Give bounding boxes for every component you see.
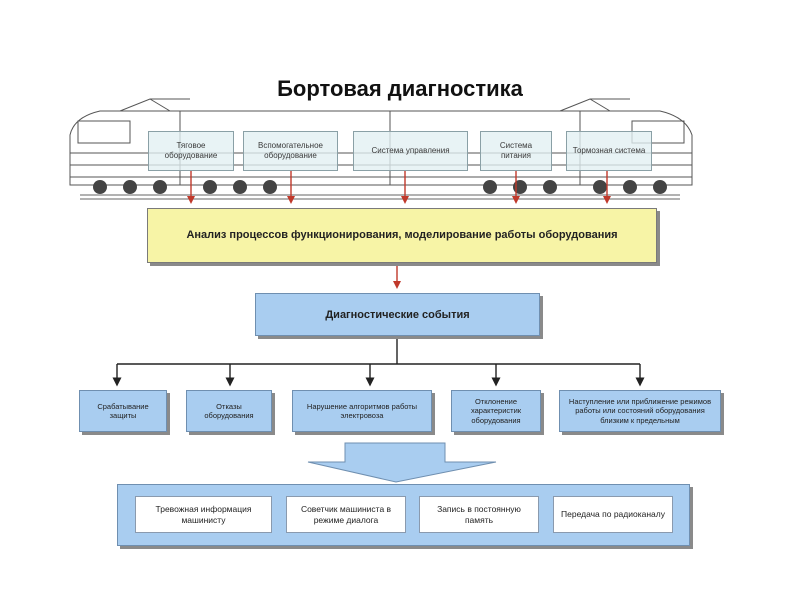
system-auxiliary: Вспомогательное оборудование	[243, 131, 338, 171]
event-algorithm-violation: Нарушение алгоритмов работы электровоза	[292, 390, 432, 432]
funnel-arrow	[307, 442, 497, 483]
diagnostic-events-label: Диагностические события	[325, 308, 470, 321]
system-power: Система питания	[480, 131, 552, 171]
event-limit-modes: Наступление или приближение режимов рабо…	[559, 390, 721, 432]
output-alarm-info: Тревожная информация машинисту	[135, 496, 272, 533]
output-driver-advisor: Советчик машиниста в режиме диалога	[286, 496, 406, 533]
page-title: Бортовая диагностика	[277, 76, 523, 101]
event-characteristics-deviation: Отклонение характеристик оборудования	[451, 390, 541, 432]
system-brake: Тормозная система	[566, 131, 652, 171]
event-equipment-failures: Отказы оборудования	[186, 390, 272, 432]
output-radio-transmission: Передача по радиоканалу	[553, 496, 673, 533]
diagnostic-events-box: Диагностические события	[255, 293, 540, 336]
analysis-label: Анализ процессов функционирования, модел…	[186, 229, 618, 242]
event-protection-trip: Срабатывание защиты	[79, 390, 167, 432]
locomotive-drawing	[69, 98, 693, 200]
system-traction: Тяговое оборудование	[148, 131, 234, 171]
system-control: Система управления	[353, 131, 468, 171]
output-persistent-memory: Запись в постоянную память	[419, 496, 539, 533]
analysis-box: Анализ процессов функционирования, модел…	[147, 208, 657, 263]
